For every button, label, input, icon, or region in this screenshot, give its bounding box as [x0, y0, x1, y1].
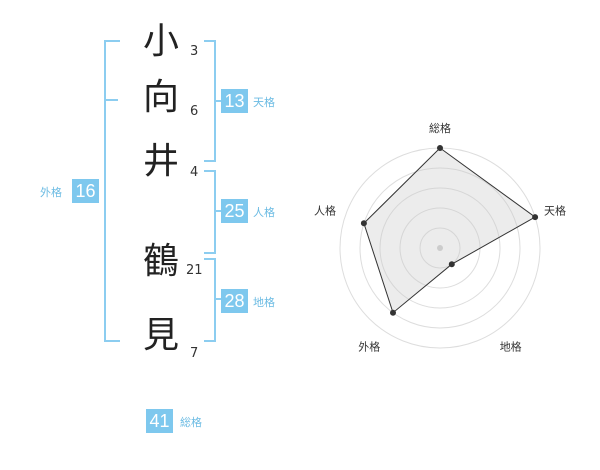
- jinkaku-label: 人格: [253, 206, 275, 219]
- radar-point-2: [532, 214, 539, 221]
- chikaku-connector: [214, 298, 222, 300]
- name-char-2: 向: [142, 77, 179, 118]
- tenkaku-value: 13: [221, 89, 248, 113]
- radar-center-dot: [437, 245, 443, 251]
- radar-axis-label-3: 地格: [500, 340, 522, 354]
- radar-axis-label-4: 外格: [358, 340, 380, 354]
- radar-point-3: [448, 261, 455, 268]
- soukaku-label: 総格: [180, 416, 202, 429]
- name-char-3: 井: [142, 141, 179, 182]
- chikaku-label: 地格: [253, 296, 275, 309]
- tenkaku-connector: [214, 100, 222, 102]
- stroke-count-4: 21: [186, 263, 203, 278]
- stroke-count-1: 3: [190, 44, 199, 59]
- name-char-1: 小: [142, 21, 179, 62]
- radar-ring-3: [379, 187, 501, 309]
- radar-point-1: [437, 145, 443, 151]
- stroke-count-3: 4: [190, 165, 199, 180]
- jinkaku-bracket: [204, 170, 216, 254]
- gaikaku-inner-tick: [104, 99, 118, 101]
- jinkaku-connector: [214, 210, 222, 212]
- tenkaku-label: 天格: [253, 96, 275, 109]
- name-char-5: 見: [142, 315, 179, 356]
- radar-point-4: [390, 309, 396, 316]
- stroke-count-2: 6: [190, 104, 199, 119]
- radar-axis-label-5: 人格: [314, 203, 336, 217]
- chikaku-value: 28: [221, 289, 248, 313]
- soukaku-value: 41: [146, 409, 173, 433]
- jinkaku-value: 25: [221, 199, 248, 223]
- radar-ring-1: [419, 227, 461, 269]
- chikaku-bracket: [204, 258, 216, 342]
- radar-polygon: [363, 147, 537, 314]
- name-char-4: 鶴: [142, 241, 179, 282]
- radar-ring-4: [359, 167, 521, 329]
- gaikaku-label: 外格: [40, 186, 62, 199]
- radar-axis-label-2: 天格: [544, 203, 566, 217]
- radar-axis-label-1: 総格: [429, 121, 451, 135]
- radar-point-5: [360, 220, 367, 227]
- gaikaku-value: 16: [72, 179, 99, 203]
- gaikaku-bracket: [104, 40, 120, 342]
- stroke-count-5: 7: [190, 346, 199, 361]
